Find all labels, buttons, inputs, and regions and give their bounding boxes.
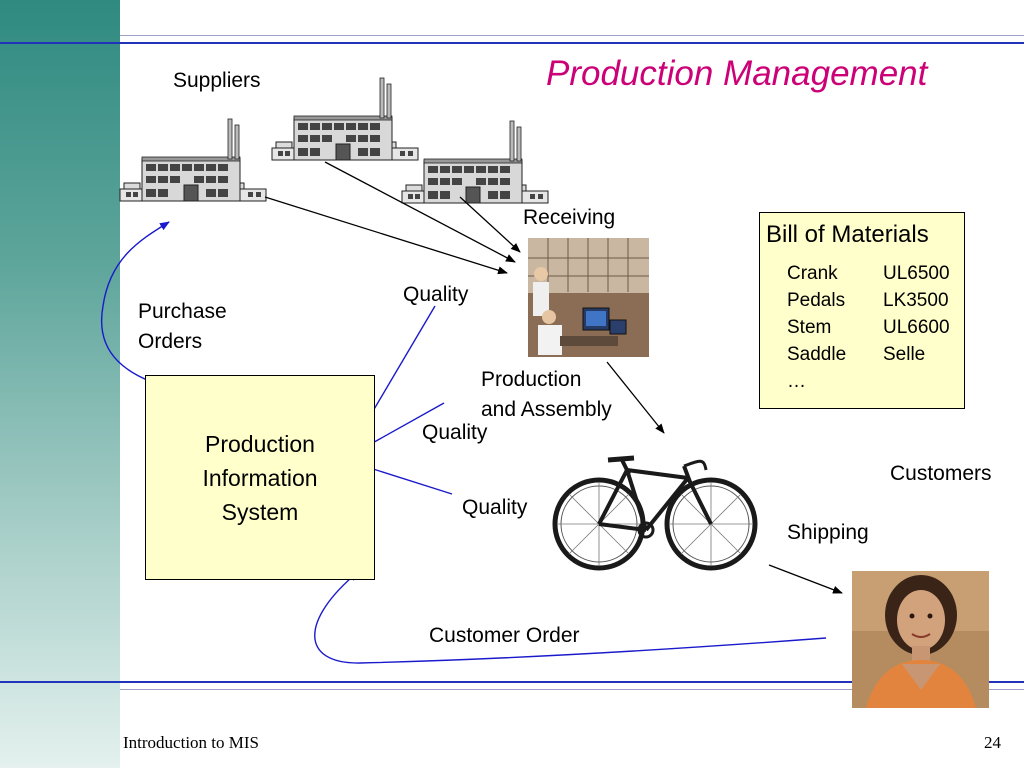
sidebar-gradient (0, 0, 120, 768)
production-assembly-label-line1: Production (481, 368, 582, 391)
bom-title: Bill of Materials (766, 221, 929, 248)
footer-course-title: Introduction to MIS (123, 733, 259, 752)
bom-part: Stem (787, 317, 832, 338)
factory-icon-2 (271, 77, 419, 161)
bottom-rule (0, 681, 1024, 683)
bom-part: Saddle (787, 344, 847, 365)
slide-title: Production Management (546, 54, 928, 93)
production-information-system-box: Production Information System (145, 375, 375, 580)
factory-icon-3 (401, 120, 549, 204)
quality-label-top: Quality (403, 283, 469, 306)
bom-code: LK3500 (883, 290, 949, 311)
quality-label-mid: Quality (422, 421, 488, 444)
purchase-orders-label-line2: Orders (138, 330, 203, 353)
bom-row: Pedals LK3500 (787, 290, 949, 312)
customer-photo (852, 571, 989, 708)
bicycle-image (552, 455, 758, 571)
bom-part: Crank (787, 263, 838, 284)
bom-row: Crank UL6500 (787, 263, 950, 285)
bom-row: … (787, 371, 883, 393)
bom-code: Selle (883, 344, 926, 365)
pis-line-1: Production (205, 430, 315, 457)
factory-icon-1 (119, 118, 267, 202)
footer-page-number: 24 (984, 733, 1001, 752)
production-assembly-label-line2: and Assembly (481, 398, 612, 421)
black-arrows (264, 161, 843, 594)
bom-code: UL6600 (883, 317, 950, 338)
bottom-rule-thin (120, 689, 1024, 690)
quality-label-low: Quality (462, 496, 528, 519)
pis-line-3: System (221, 498, 299, 525)
bom-part: … (787, 371, 806, 392)
suppliers-label: Suppliers (173, 69, 261, 92)
purchase-orders-label-line1: Purchase (138, 300, 227, 323)
customer-order-label: Customer Order (429, 624, 580, 647)
bom-row: Saddle Selle (787, 344, 925, 366)
shipping-label: Shipping (787, 521, 869, 544)
pis-line-2: Information (202, 464, 318, 491)
top-rule-thin (120, 35, 1024, 36)
bom-part: Pedals (787, 290, 846, 311)
customers-label: Customers (890, 462, 992, 485)
bill-of-materials-box: Bill of Materials Crank UL6500 Pedals LK35… (759, 212, 965, 409)
bom-row: Stem UL6600 (787, 317, 950, 339)
top-rule (0, 42, 1024, 44)
receiving-photo (528, 238, 649, 357)
bom-code: UL6500 (883, 263, 950, 284)
receiving-label: Receiving (523, 206, 616, 229)
